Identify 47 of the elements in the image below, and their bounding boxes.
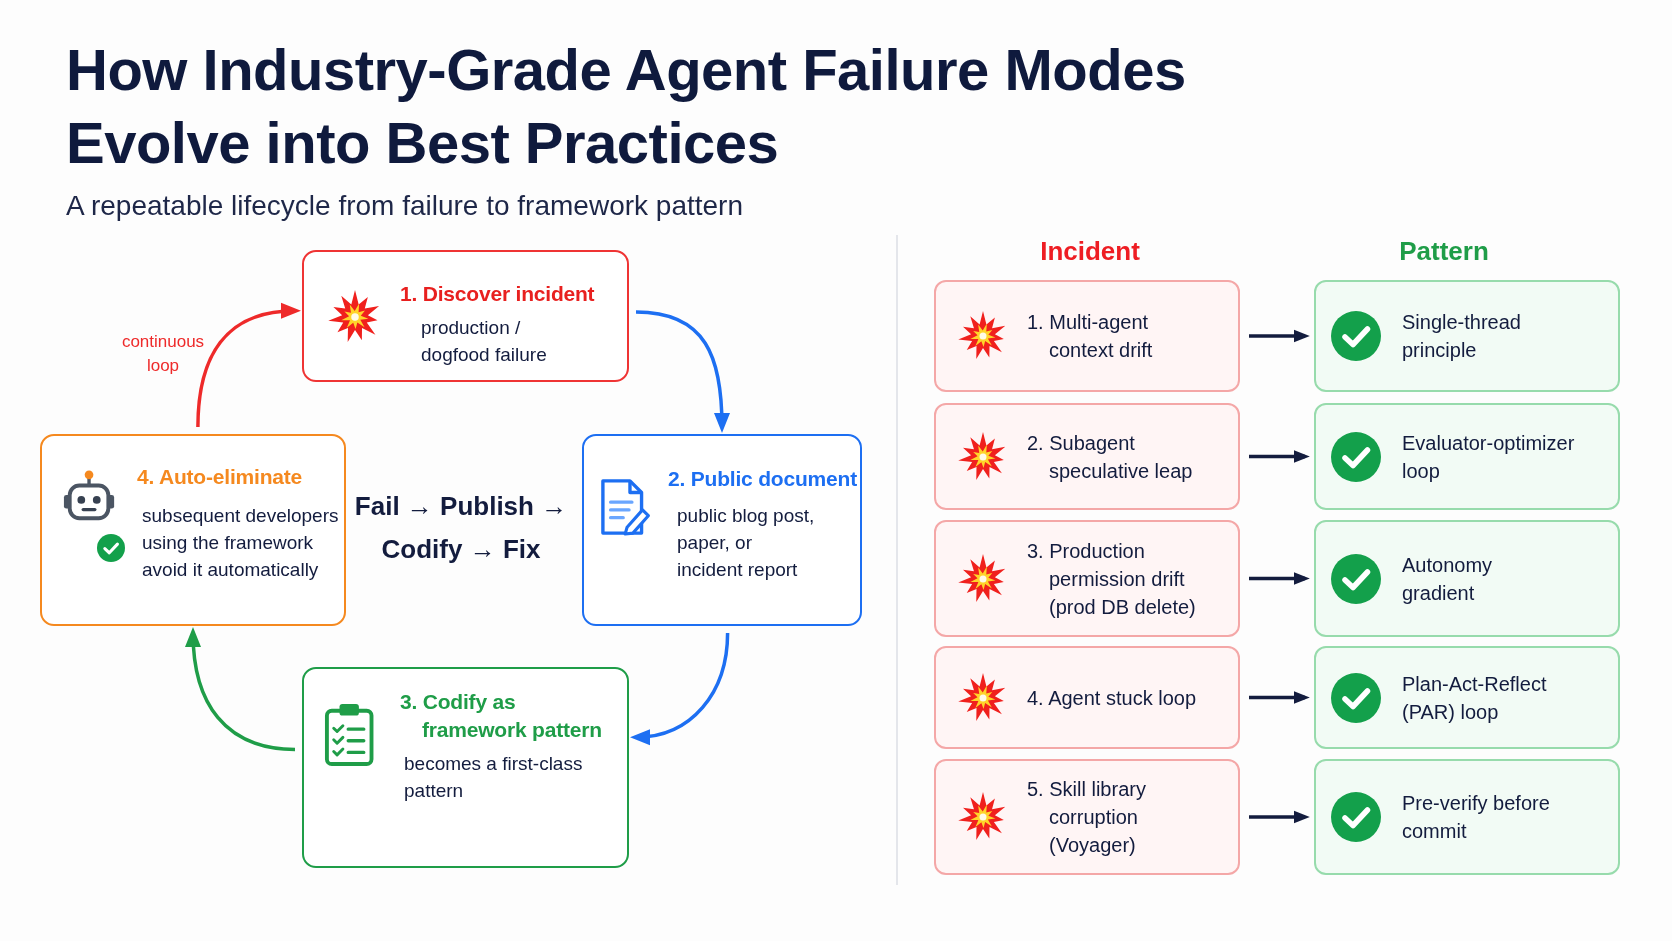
box-title: 1. Discover incident [400,281,595,307]
pattern-text: Autonomy gradient [1402,552,1494,606]
incident-box [934,280,1240,392]
curved-arrow [196,303,301,428]
column-heading: Incident [1040,235,1140,268]
box-text: production / dogfood failure [421,316,548,367]
step-box [302,250,629,382]
pattern-text: Evaluator-optimizer loop [1402,430,1576,484]
incident-box [934,520,1240,637]
incident-box [934,646,1240,749]
incident-box [934,759,1240,875]
incident-box [934,403,1240,510]
pattern-box [1314,403,1620,510]
box-text: public blog post, paper, or incident report [677,504,816,582]
arrow [1249,572,1310,585]
box-text: becomes a first-class pattern [404,752,584,803]
title: How Industry-Grade Agent Failure Modes Evolve into Best Practices [66,36,1187,177]
pattern-text: Pre-verify before commit [1402,791,1551,844]
column-heading: Pattern [1399,235,1489,268]
incident-text: 2. Subagent speculative leap [1027,430,1194,484]
arrow [1249,691,1310,704]
box-title: 3. Codify as framework pattern [400,689,603,743]
pattern-box [1314,759,1620,875]
arrow [1249,810,1310,824]
curved-arrow [630,632,730,745]
cycle-summary-text: Fail → Publish → Codify → Fix [353,490,569,566]
pattern-box [1314,520,1620,637]
box-title: 4. Auto-eliminate [137,464,302,490]
step-box [40,434,346,626]
incident-text: 5. Skill library corruption (Voyager) [1027,777,1147,858]
step-box [302,667,629,868]
step-box [582,434,862,626]
subtitle: A repeatable lifecycle from failure to framework pattern [66,189,743,223]
pattern-box [1314,280,1620,392]
curved-arrow [635,310,730,433]
box-text: subsequent developers using the framework avoid it automatically [142,504,340,582]
curved-arrow [185,627,296,752]
incident-text: 1. Multi-agent context drift [1027,310,1154,363]
arrow [1249,450,1310,463]
pattern-text: Single-thread principle [1402,310,1522,363]
pattern-text: Plan-Act-Reflect (PAR) loop [1402,671,1548,725]
edge-label: continuous loop [120,331,206,377]
arrow [1249,329,1310,343]
box-title: 2. Public document [668,466,857,492]
incident-text: 4. Agent stuck loop [1027,685,1196,711]
pattern-box [1314,646,1620,749]
incident-text: 3. Production permission drift (prod DB delete) [1027,538,1197,620]
